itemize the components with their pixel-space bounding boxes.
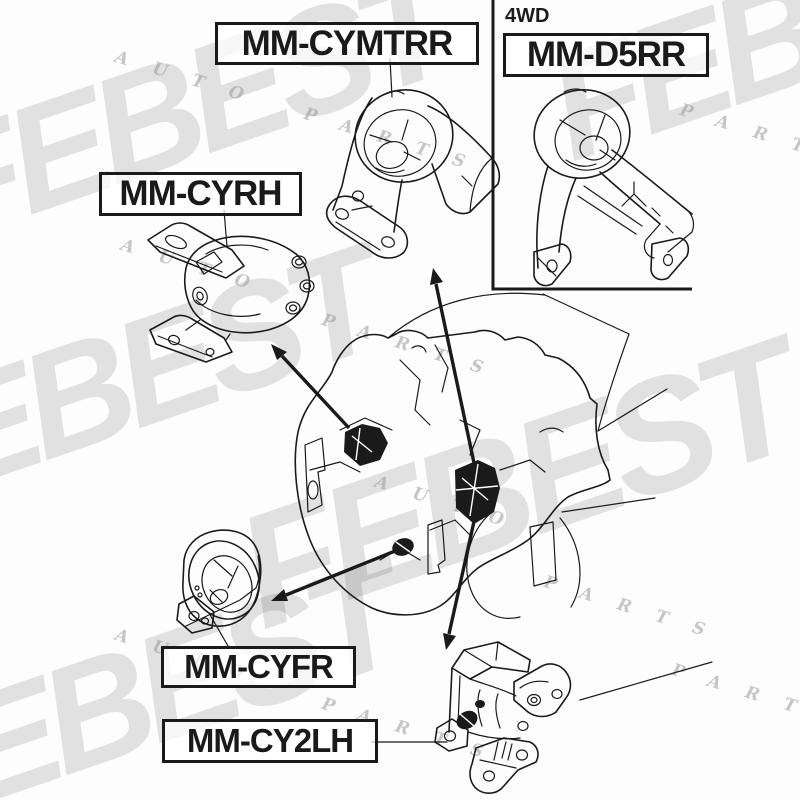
part-label-mm-d5rr[interactable]: MM-D5RR [503, 33, 709, 77]
part-drawing-mm-cyrh [147, 222, 315, 363]
arrow-to-mm-cymtrr [430, 268, 479, 478]
part-label-mm-cy2lh[interactable]: MM-CY2LH [162, 719, 378, 763]
engine-assembly-drawing [294, 329, 611, 616]
part-drawing-mm-cy2lh [434, 641, 572, 794]
arrow-to-mm-cyfr [271, 545, 406, 601]
car-body-outline [387, 292, 713, 701]
label-connector-lines [208, 58, 448, 743]
4wd-section-border [491, 0, 692, 291]
variant-tag-4wd: 4WD [505, 5, 550, 27]
part-label-mm-cymtrr[interactable]: MM-CYMTRR [215, 22, 479, 65]
part-drawing-mm-d5rr [533, 88, 695, 287]
part-drawing-mm-cymtrr [325, 88, 501, 259]
arrow-to-mm-cyrh [271, 344, 351, 430]
part-label-mm-cyfr[interactable]: MM-CYFR [161, 646, 356, 688]
part-label-mm-cyrh[interactable]: MM-CYRH [99, 172, 302, 216]
part-drawing-mm-cyfr [176, 529, 262, 634]
